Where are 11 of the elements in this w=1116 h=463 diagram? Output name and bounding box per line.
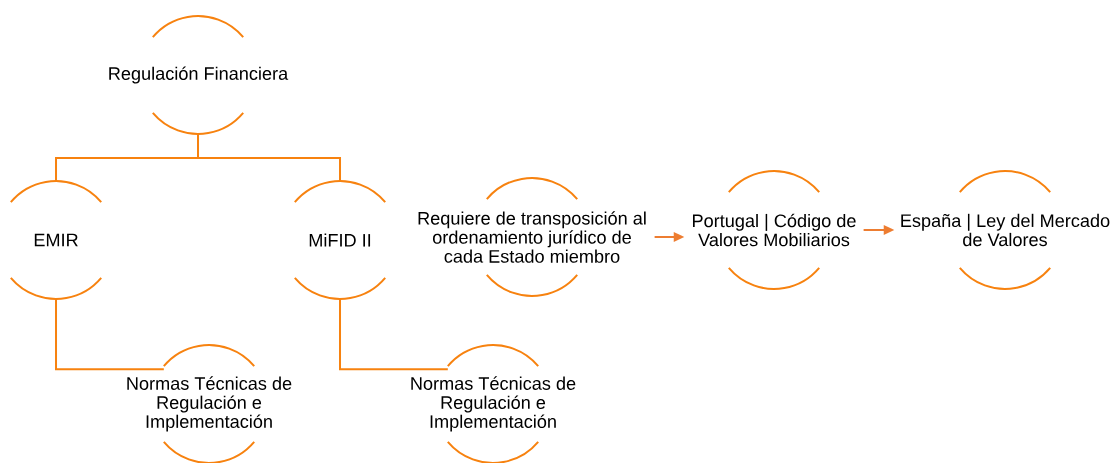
circle-node: España | Ley del Mercado de Valores bbox=[901, 170, 1110, 290]
circle-node: Normas Técnicas de Regulación e Implementación bbox=[411, 344, 576, 463]
circle-node: Normas Técnicas de Regulación e Implementación bbox=[127, 344, 292, 463]
connector bbox=[339, 298, 449, 371]
circle-node: Requiere de transposición al ordenamiento jurídico de cada Estado miembro bbox=[418, 177, 646, 297]
circle-node: Regulación Financiera bbox=[109, 15, 289, 135]
circle-node: MiFID II bbox=[293, 180, 387, 300]
connector bbox=[55, 298, 165, 371]
circle-node: EMIR bbox=[9, 180, 103, 300]
circle-node: Portugal | Código de Valores Mobiliarios bbox=[693, 170, 856, 290]
connector bbox=[197, 133, 341, 182]
